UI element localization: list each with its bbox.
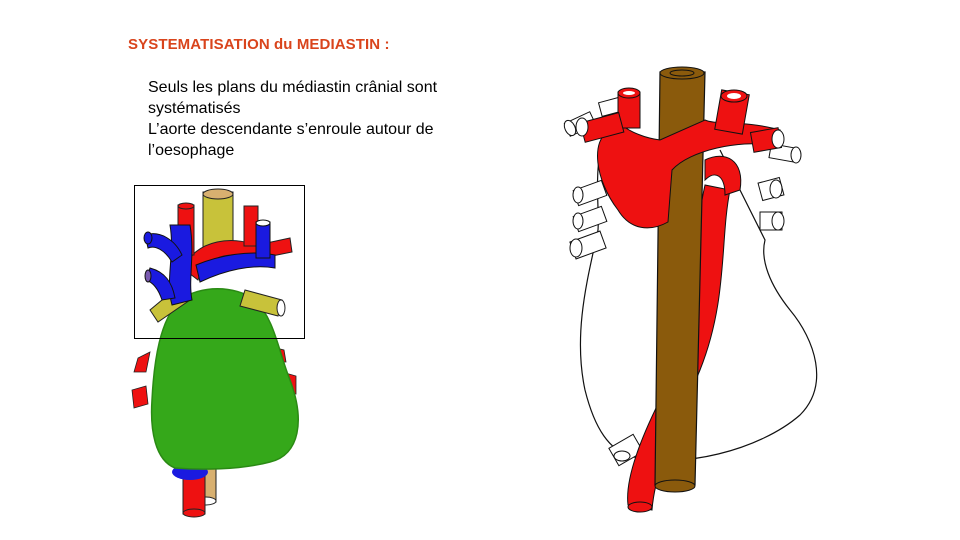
slide-body: Seuls les plans du médiastin crânial son… — [148, 77, 488, 161]
colored-heart-diagram — [131, 185, 305, 518]
body-line-2: L’aorte descendante s’enroule autour de … — [148, 121, 434, 159]
body-line-1: Seuls les plans du médiastin crânial son… — [148, 79, 438, 117]
cranial-mediastinum-box — [134, 185, 305, 339]
outline-heart-diagram — [563, 66, 818, 513]
aortic-arch — [597, 119, 781, 229]
right-bronchus — [239, 289, 283, 317]
slide-title: SYSTEMATISATION du MEDIASTIN : — [128, 36, 390, 53]
left-side-artery — [133, 351, 151, 373]
